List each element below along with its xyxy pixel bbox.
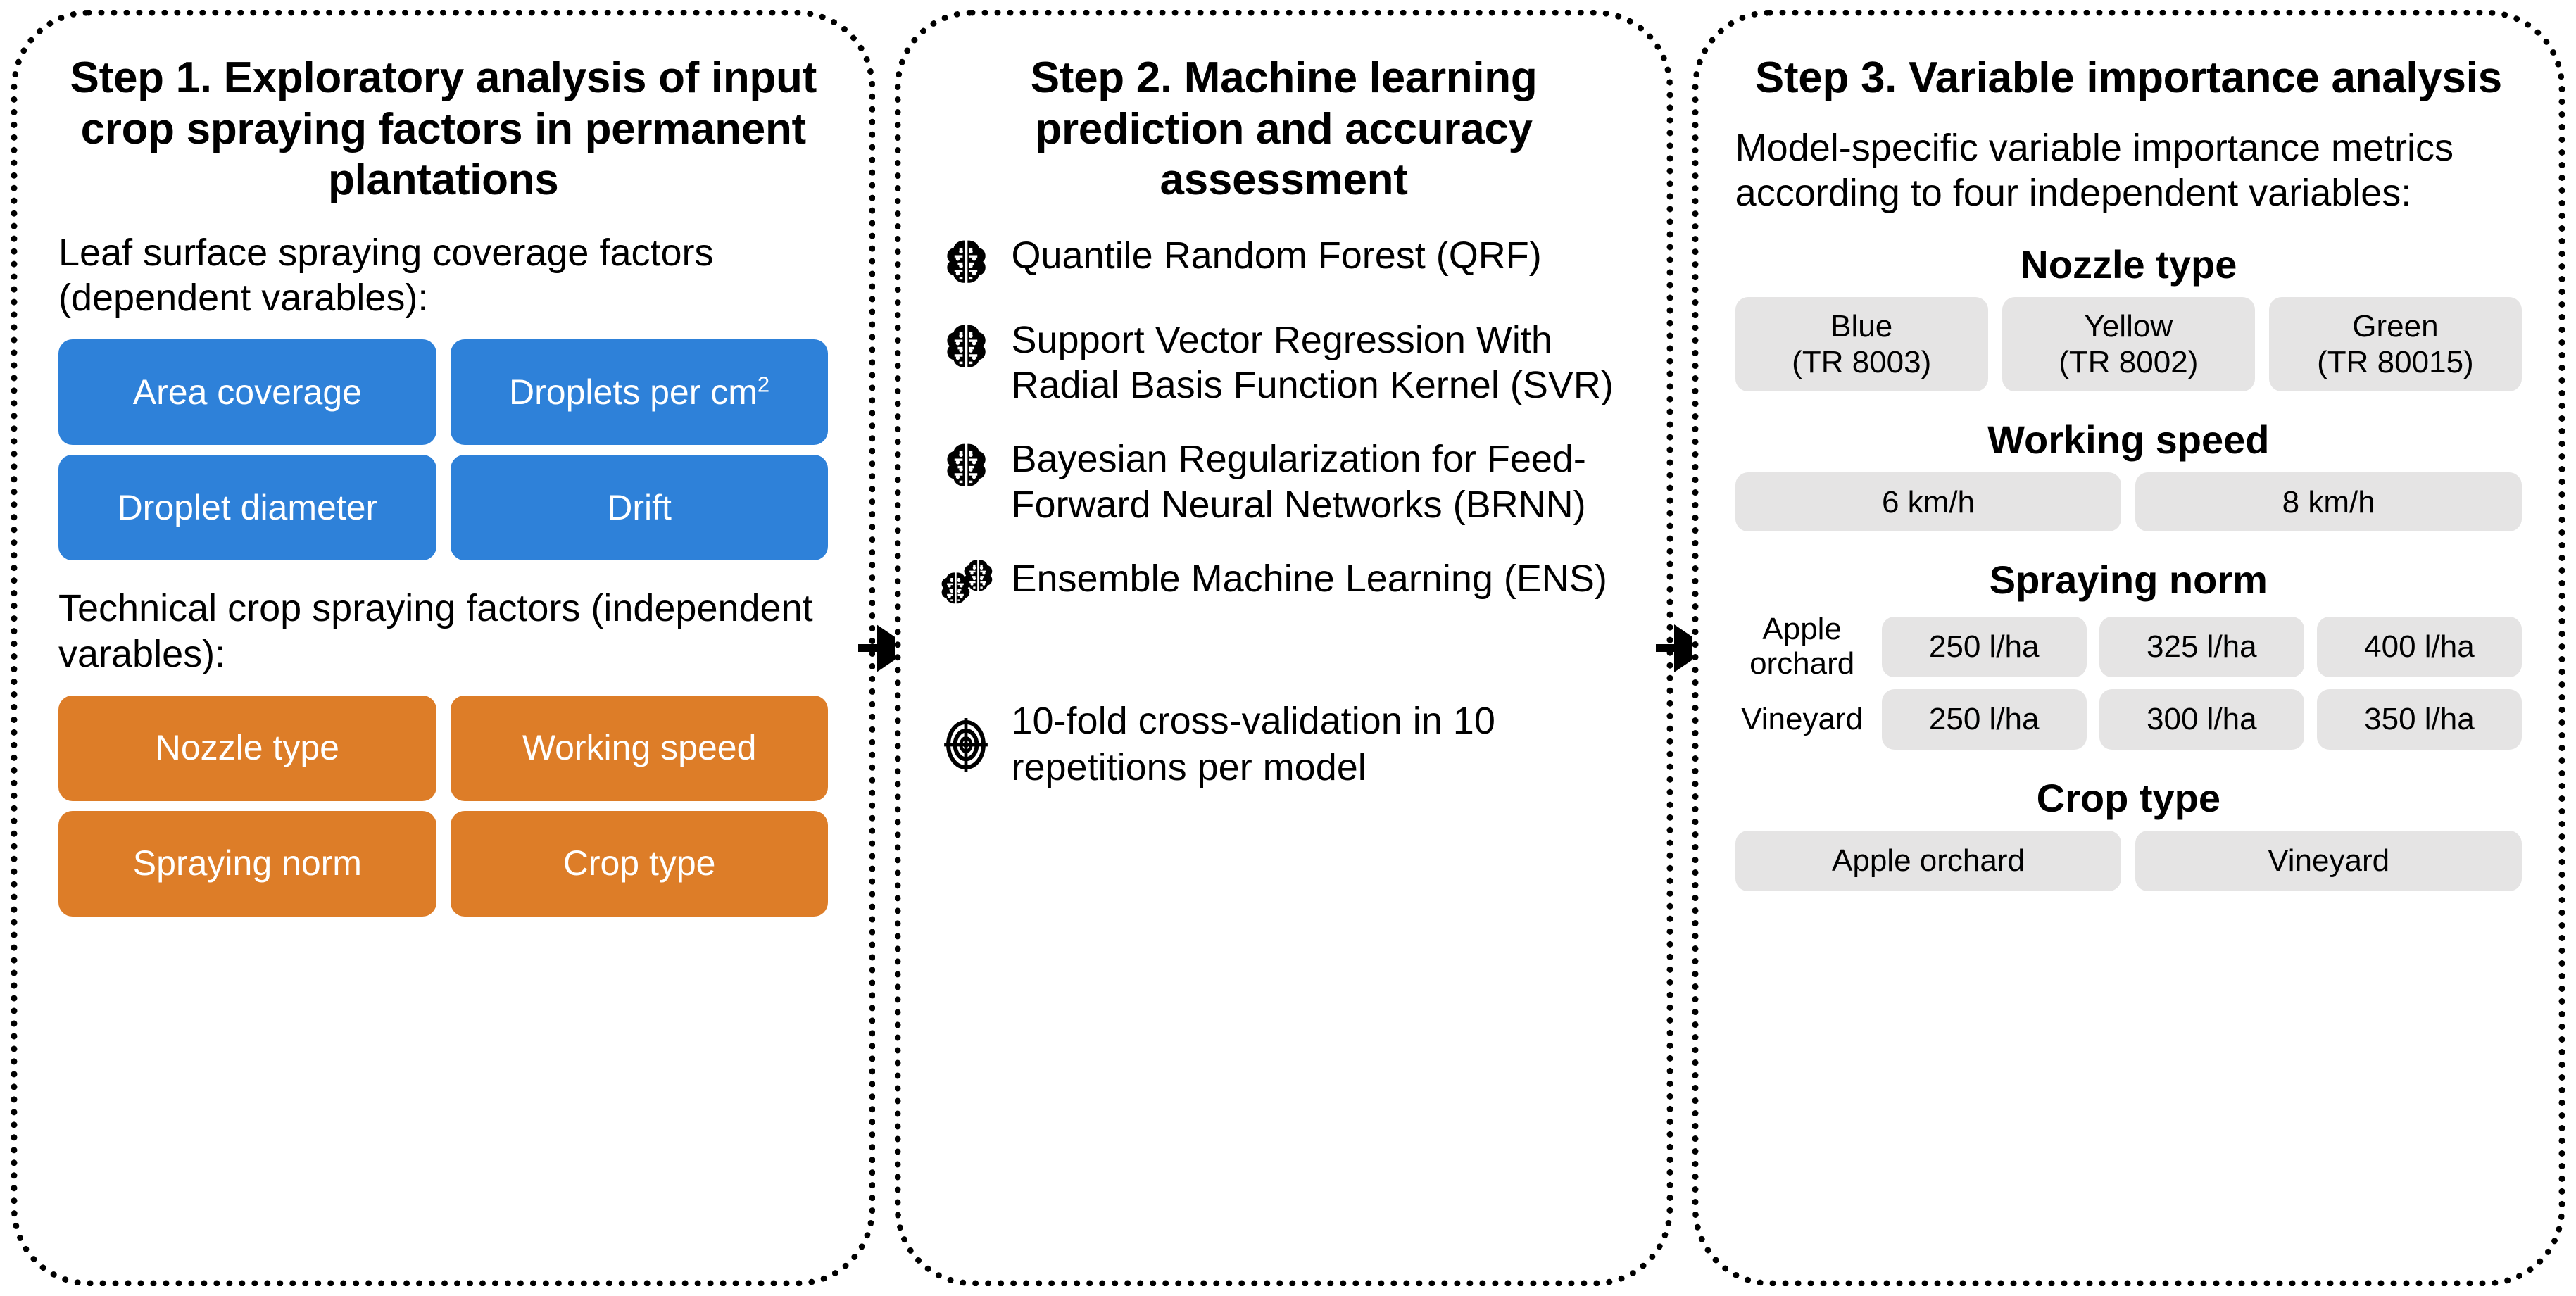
group-title-working-speed: Working speed [1987, 417, 2270, 463]
norm-row-label-vineyard: Vineyard [1741, 701, 1864, 736]
chip-line-2: (TR 80015) [2317, 345, 2474, 380]
factor-label: Working speed [522, 728, 757, 768]
factor-box-drift[interactable]: Drift [450, 455, 829, 561]
model-label: Bayesian Regularization for Feed-Forward… [1011, 438, 1586, 526]
norm-row-label-apple-orchard: Apple orchard [1749, 612, 1855, 681]
chip-line-1: Yellow [2084, 309, 2173, 344]
chip-line-1: Apple orchard [1832, 843, 2025, 879]
model-item-brnn[interactable]: Bayesian Regularization for Feed-Forward… [939, 436, 1628, 528]
step-1-panel: Step 1. Exploratory analysis of input cr… [11, 10, 876, 1286]
factor-box-droplets-per-cm2[interactable]: Droplets per cm2 [450, 339, 829, 446]
variable-group-crop-type: Crop type Apple orchard Vineyard [1735, 775, 2522, 891]
chip-crop-vineyard[interactable]: Vineyard [2135, 830, 2522, 891]
chip-speed-6[interactable]: 6 km/h [1735, 472, 2122, 532]
variable-group-working-speed: Working speed 6 km/h 8 km/h [1735, 417, 2522, 532]
model-label: Support Vector Regression With Radial Ba… [1011, 318, 1614, 407]
factor-label: Drift [607, 487, 672, 527]
chip-row-working-speed: 6 km/h 8 km/h [1735, 472, 2522, 532]
factor-label: Area coverage [132, 372, 362, 412]
group-title-spraying-norm: Spraying norm [1989, 558, 2268, 603]
model-item-qrf[interactable]: Quantile Random Forest (QRF) [939, 233, 1628, 289]
chip-nozzle-blue[interactable]: Blue (TR 8003) [1735, 297, 1988, 392]
chip-line-1: Vineyard [2268, 843, 2390, 879]
model-label: Quantile Random Forest (QRF) [1011, 234, 1542, 277]
factor-label: Crop type [563, 843, 716, 883]
connector-gap-2 [1655, 10, 1709, 1286]
factor-label: Nozzle type [155, 728, 339, 768]
chip-norm-apple-325[interactable]: 325 l/ha [2099, 616, 2304, 677]
chip-line-2: (TR 8002) [2059, 345, 2199, 380]
step-2-panel: Step 2. Machine learning prediction and … [895, 10, 1673, 1286]
chip-line-1: 8 km/h [2282, 484, 2375, 520]
chip-row-crop-type: Apple orchard Vineyard [1735, 830, 2522, 891]
variable-group-nozzle-type: Nozzle type Blue (TR 8003) Yellow (TR 80… [1735, 241, 2522, 392]
step-3-panel: Step 3. Variable importance analysis Mod… [1692, 10, 2565, 1286]
variable-group-spraying-norm: Spraying norm Apple orchard 250 l/ha 325… [1735, 557, 2522, 750]
step-3-lead: Model-specific variable importance metri… [1735, 126, 2454, 215]
chip-line-1: Green [2352, 309, 2439, 344]
chip-nozzle-yellow[interactable]: Yellow (TR 8002) [2002, 297, 2255, 392]
model-item-svr[interactable]: Support Vector Regression With Radial Ba… [939, 317, 1628, 409]
chip-crop-apple-orchard[interactable]: Apple orchard [1735, 830, 2122, 891]
chip-norm-vineyard-350[interactable]: 350 l/ha [2316, 688, 2522, 750]
brain-circuit-icon [939, 436, 993, 493]
independent-variables-lead: Technical crop spraying factors (indepen… [58, 587, 813, 675]
factor-label: Spraying norm [132, 843, 362, 883]
chip-norm-apple-250[interactable]: 250 l/ha [1881, 616, 2087, 677]
brain-circuit-icon [939, 317, 993, 374]
spraying-norm-table: Apple orchard 250 l/ha 325 l/ha 400 l/ha… [1735, 612, 2522, 750]
factor-box-area-coverage[interactable]: Area coverage [58, 339, 436, 446]
factor-box-nozzle-type[interactable]: Nozzle type [58, 695, 436, 801]
model-item-ens[interactable]: Ensemble Machine Learning (ENS) [939, 556, 1628, 617]
chip-norm-apple-400[interactable]: 400 l/ha [2316, 616, 2522, 677]
factor-box-working-speed[interactable]: Working speed [450, 695, 829, 801]
cross-validation-label: 10-fold cross-validation in 10 repetitio… [1011, 699, 1495, 788]
group-title-nozzle-type: Nozzle type [2020, 242, 2237, 287]
chip-nozzle-green[interactable]: Green (TR 80015) [2268, 297, 2522, 392]
chip-norm-vineyard-250[interactable]: 250 l/ha [1881, 688, 2087, 750]
model-list: Quantile Random Forest (QRF) [939, 233, 1628, 617]
chip-line-1: 6 km/h [1881, 484, 1975, 520]
factor-label-superscript: 2 [757, 372, 770, 397]
dependent-factor-grid: Area coverage Droplets per cm2 Droplet d… [58, 339, 829, 561]
chip-line-2: (TR 8003) [1792, 345, 1932, 380]
brain-circuit-icon [939, 233, 993, 289]
double-brain-circuit-icon [939, 556, 993, 617]
group-title-crop-type: Crop type [2036, 775, 2220, 820]
chip-line-1: Blue [1830, 309, 1893, 344]
model-label: Ensemble Machine Learning (ENS) [1011, 557, 1607, 600]
factor-label: Droplets per cm [509, 372, 758, 412]
chip-norm-vineyard-300[interactable]: 300 l/ha [2099, 688, 2304, 750]
independent-factor-grid: Nozzle type Working speed Spraying norm … [58, 695, 829, 917]
cross-validation-item[interactable]: 10-fold cross-validation in 10 repetitio… [939, 698, 1628, 791]
target-crosshair-icon [939, 715, 993, 775]
factor-box-droplet-diameter[interactable]: Droplet diameter [58, 455, 436, 561]
chip-row-nozzle-type: Blue (TR 8003) Yellow (TR 8002) Green (T… [1735, 297, 2522, 392]
factor-box-crop-type[interactable]: Crop type [450, 810, 829, 917]
factor-box-spraying-norm[interactable]: Spraying norm [58, 810, 436, 917]
connector-gap-1 [858, 10, 912, 1286]
step-1-title: Step 1. Exploratory analysis of input cr… [70, 54, 817, 205]
step-2-title: Step 2. Machine learning prediction and … [1030, 54, 1538, 205]
dependent-variables-lead: Leaf surface spraying coverage factors (… [58, 231, 714, 320]
step-3-title: Step 3. Variable importance analysis [1754, 54, 2502, 102]
chip-speed-8[interactable]: 8 km/h [2135, 472, 2522, 532]
factor-label: Droplet diameter [117, 487, 378, 527]
